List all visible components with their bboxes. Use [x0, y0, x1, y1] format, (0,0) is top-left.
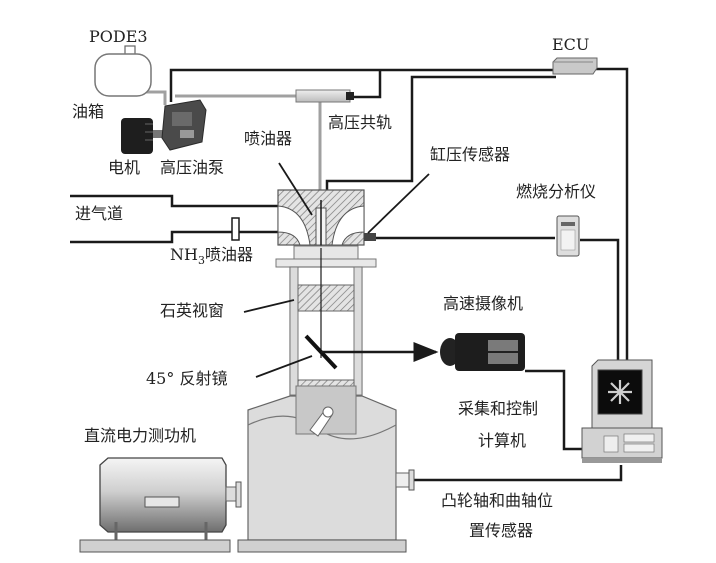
wire-ecu-injector	[325, 75, 556, 200]
label-motor: 电机	[108, 158, 141, 177]
wire-pump-ecu	[169, 68, 555, 102]
label-camera: 高速摄像机	[443, 294, 524, 313]
nh3-injector-body	[231, 217, 240, 241]
label-cyl-pressure-sensor: 缸压传感器	[430, 145, 511, 164]
common-rail	[295, 89, 354, 103]
signal-wiring	[169, 67, 629, 482]
high-speed-camera	[440, 333, 525, 371]
wire-analyzer-computer	[580, 238, 620, 362]
cylinder-head	[277, 189, 376, 248]
label-ecu: ECU	[552, 35, 590, 54]
screen-flame-icon	[608, 380, 632, 404]
label-mirror: 45° 反射镜	[146, 369, 228, 388]
wire-crank-computer	[414, 465, 623, 482]
label-computer-line2: 计算机	[478, 431, 527, 450]
wire-rail-top	[352, 70, 382, 99]
label-dynamometer: 直流电力测功机	[84, 426, 197, 445]
label-nh3-injector: NH3喷油器	[170, 245, 253, 268]
wire-ecu-computer	[595, 67, 629, 362]
label-combustion-analyzer: 燃烧分析仪	[516, 182, 597, 201]
label-common-rail: 高压共轨	[328, 113, 393, 132]
label-fuel-tank: 油箱	[72, 102, 105, 121]
leader-injector	[278, 162, 313, 216]
label-quartz-window: 石英视窗	[160, 301, 225, 320]
label-computer-line1: 采集和控制	[458, 399, 539, 418]
label-pode3: PODE3	[89, 27, 148, 46]
engine-block	[237, 385, 415, 553]
label-hp-pump: 高压油泵	[160, 158, 225, 177]
fuel-tank	[94, 45, 152, 97]
leader-mirror	[255, 355, 313, 378]
control-computer	[581, 359, 663, 463]
ecu-box	[552, 57, 598, 75]
electric-motor	[121, 118, 163, 154]
leader-lines	[243, 162, 430, 378]
label-crank-sensor-line2: 置传感器	[469, 521, 534, 540]
dc-dynamometer	[79, 457, 242, 553]
label-crank-sensor-line1: 凸轮轴和曲轴位	[441, 491, 554, 510]
combustion-analyzer	[556, 215, 580, 257]
quartz-window	[297, 284, 355, 312]
optical-cylinder	[275, 245, 377, 396]
high-pressure-pump	[161, 99, 207, 151]
label-intake: 进气道	[75, 204, 124, 223]
label-injector: 喷油器	[244, 129, 293, 148]
wire-camera-computer	[525, 369, 585, 451]
leader-pressure-sensor	[367, 173, 430, 234]
leader-quartz-window	[243, 299, 295, 313]
intake-duct	[70, 194, 280, 244]
